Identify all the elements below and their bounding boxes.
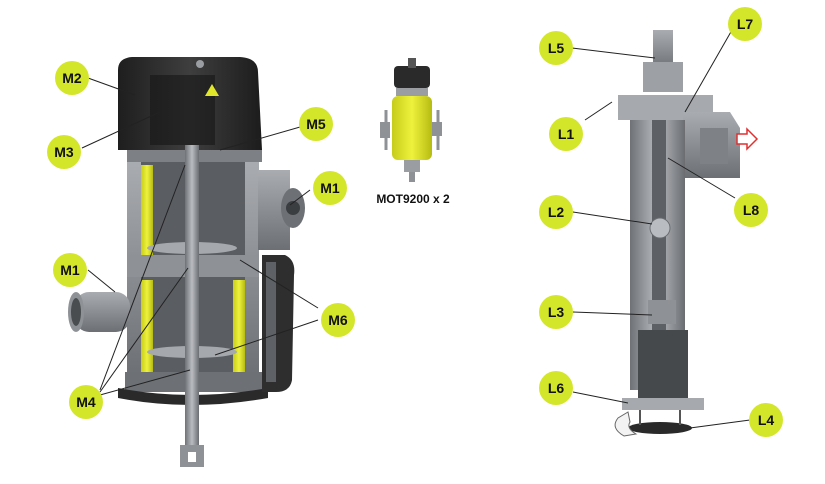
motor-caption: MOT9200 x 2: [376, 192, 450, 206]
lower-valve: [648, 300, 676, 324]
callout-l3: L3: [539, 295, 573, 329]
leader-m5: [219, 126, 301, 151]
svg-text:L8: L8: [743, 202, 760, 218]
callout-l8: L8: [734, 193, 768, 227]
callout-m1-left: M1: [53, 253, 87, 287]
left-callouts: M2 M3 M5 M1 M1 M6 M4: [47, 61, 355, 419]
foot-ring: [628, 422, 692, 434]
svg-text:M2: M2: [62, 70, 82, 86]
leader-m6-b: [214, 319, 319, 356]
left-pump-assembly: [68, 57, 305, 467]
leader-l2: [572, 211, 653, 225]
leader-l3: [572, 311, 653, 316]
motor-cap: [394, 66, 430, 88]
motor-shaft: [409, 172, 415, 182]
leader-l1: [584, 101, 613, 121]
leader-m2: [87, 77, 136, 96]
motor-detail: MOT9200 x 2: [376, 58, 450, 206]
motor-cover-interior: [150, 75, 215, 145]
leader-l7: [684, 29, 733, 113]
leader-l5: [571, 47, 656, 59]
leader-m1-left: [87, 269, 116, 293]
svg-text:L7: L7: [737, 16, 754, 32]
callout-l6: L6: [539, 371, 573, 405]
leader-m3: [81, 111, 161, 149]
central-shaft: [185, 145, 199, 445]
yellow-insert-lower-right: [233, 280, 245, 372]
svg-text:L5: L5: [548, 40, 565, 56]
leader-l8: [667, 157, 736, 199]
outlet-arrow-icon: [736, 127, 759, 151]
callout-l5: L5: [539, 31, 573, 65]
cover-top-fitting: [196, 60, 204, 68]
leader-m6-a: [239, 259, 319, 309]
svg-text:M1: M1: [60, 262, 80, 278]
callout-l2: L2: [539, 195, 573, 229]
warning-triangle-icon: [205, 84, 219, 96]
right-column-assembly: [614, 30, 759, 437]
svg-text:L3: L3: [548, 304, 565, 320]
right-callouts: L5 L7 L1 L2 L8 L3 L6 L4: [539, 7, 783, 437]
svg-text:M6: M6: [328, 312, 348, 328]
svg-text:L2: L2: [548, 204, 565, 220]
svg-text:L1: L1: [558, 126, 575, 142]
side-tube: [266, 262, 276, 382]
left-port-body: [75, 292, 130, 332]
leader-m4-b: [99, 267, 189, 393]
callout-l1: L1: [549, 117, 583, 151]
leader-m4-a: [99, 164, 186, 391]
callout-m6: M6: [321, 303, 355, 337]
leader-m4-c: [99, 369, 191, 396]
callout-l4: L4: [749, 403, 783, 437]
leader-l4: [689, 419, 751, 429]
motor-right-fitting: [432, 122, 442, 136]
yellow-insert-upper-left: [141, 165, 153, 255]
svg-text:M3: M3: [54, 144, 74, 160]
right-port-opening: [286, 201, 300, 215]
motor-collar: [396, 88, 428, 96]
leader-m1-right: [289, 189, 311, 206]
top-stem: [653, 30, 673, 70]
callout-l7: L7: [728, 7, 762, 41]
motor-yellow-body: [392, 96, 432, 160]
leader-l6: [572, 391, 629, 404]
svg-text:L4: L4: [758, 412, 775, 428]
motor-left-fitting: [380, 122, 390, 138]
left-port-opening: [71, 298, 81, 326]
callout-m3: M3: [47, 135, 81, 169]
top-collar: [643, 62, 683, 92]
leader-lines: [81, 29, 751, 429]
callout-m5: M5: [299, 107, 333, 141]
svg-text:M5: M5: [306, 116, 326, 132]
lower-chamber: [638, 330, 688, 400]
foot-supports: [639, 410, 681, 425]
motor-top-pin: [408, 58, 416, 68]
callout-m2: M2: [55, 61, 89, 95]
ball-valve: [649, 217, 671, 239]
svg-text:L6: L6: [548, 380, 565, 396]
clevis-hole: [188, 452, 196, 462]
motor-lower-collar: [404, 160, 420, 172]
callout-m1-right: M1: [313, 171, 347, 205]
foot-plate: [622, 398, 704, 410]
svg-text:M4: M4: [76, 394, 96, 410]
outlet-bore: [700, 128, 728, 164]
callout-m4: M4: [69, 385, 103, 419]
rotation-arrow-icon: [614, 411, 638, 437]
svg-text:M1: M1: [320, 180, 340, 196]
